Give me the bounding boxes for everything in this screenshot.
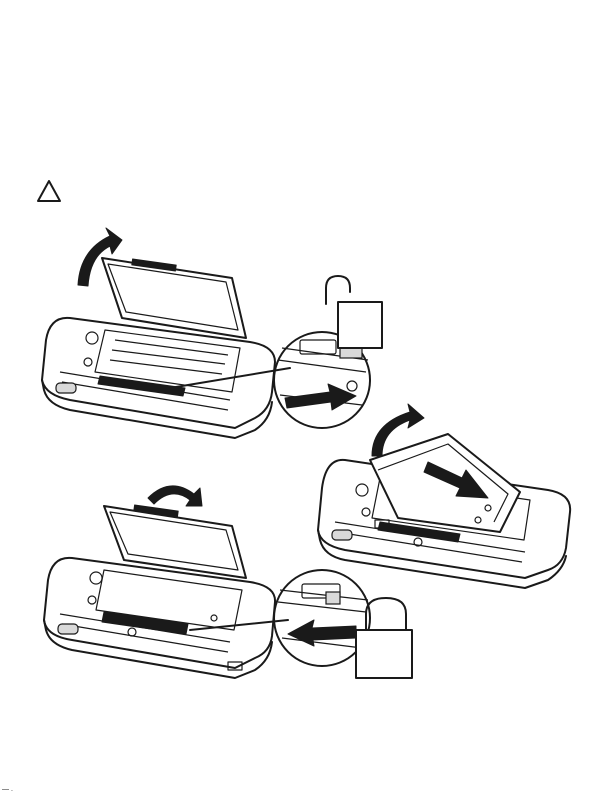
device-side-grip	[56, 383, 76, 393]
close-door-arrow-icon	[148, 486, 202, 506]
page-footer-mark: — .	[2, 786, 13, 793]
step-2-insert-battery	[318, 404, 570, 588]
step-1-unlock-door	[42, 228, 382, 438]
warning-triangle-icon	[38, 181, 60, 201]
